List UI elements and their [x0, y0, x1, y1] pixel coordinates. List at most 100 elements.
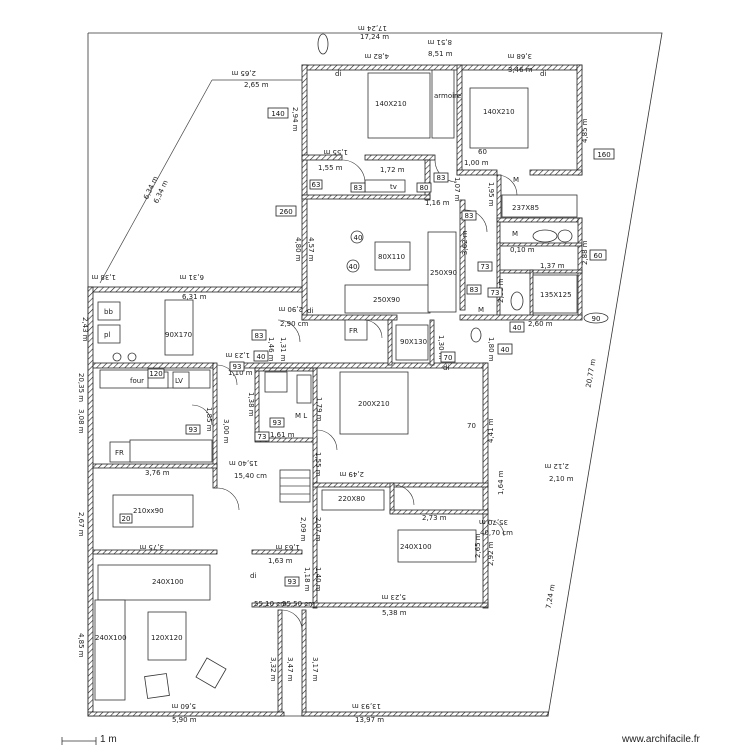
label-bath: 135X125 — [540, 291, 572, 299]
box-83c: 83 — [465, 212, 474, 220]
label-sofa-a: 250X90 — [373, 296, 400, 304]
tv-unit — [364, 179, 406, 193]
dim-h290: 2,90 m — [278, 305, 303, 313]
bed-140x210-a — [367, 72, 431, 139]
label-table-240b: 240X100 — [152, 578, 184, 586]
dim-v195: 1,95 m — [487, 182, 495, 207]
kitchen-counter — [129, 439, 213, 463]
watermark[interactable]: www.archifacile.fr — [622, 734, 700, 745]
label-m3: M — [478, 306, 484, 314]
dim-top-mid-mirror: 8,51 m — [427, 38, 452, 46]
box-93a: 93 — [233, 363, 242, 371]
label-ml: M L — [295, 412, 307, 420]
dim-h260: 2,60 m — [528, 320, 553, 328]
box-260: 260 — [279, 208, 292, 216]
scale-label: 1 m — [100, 734, 117, 745]
dim-h631-mirror: 6,31 m — [179, 273, 204, 281]
sofa-250x90-b — [427, 231, 457, 313]
table-120x120 — [147, 611, 187, 661]
dim-h1540-mirror: 15,40 m — [229, 459, 258, 467]
dim-h161: 1,61 m — [270, 431, 295, 439]
dim-h210: 2,10 m — [549, 475, 574, 483]
dim-h560: 5,60 m — [171, 702, 196, 710]
label-tv: tv — [390, 183, 397, 191]
dim-h100: 1,00 m — [464, 159, 489, 167]
box-40c: 40 — [257, 353, 266, 361]
bed-90x130 — [395, 324, 429, 361]
label-lv: LV — [175, 377, 183, 385]
dim-v131: 1,31 m — [279, 337, 287, 362]
label-pl: pl — [104, 331, 110, 339]
dim-h155a: 1,55 m — [323, 148, 348, 156]
sink-b — [557, 229, 573, 243]
dim-v140: 1,40 m — [314, 567, 322, 592]
table-240x100-b — [97, 564, 211, 601]
dim-v118: 1,18 m — [303, 567, 311, 592]
dim-h290b: 2,90 cm — [280, 320, 309, 328]
box-83d: 83 — [470, 286, 479, 294]
label-table-120: 120X120 — [151, 634, 183, 642]
stairs — [279, 469, 311, 503]
box-90: 90 — [592, 315, 601, 323]
marker-oval-right — [583, 312, 609, 324]
dim-h375: 3,75 m — [139, 543, 164, 551]
table-80x110 — [374, 241, 411, 271]
sink-a — [532, 229, 558, 243]
dim-v2035: 20,35 m — [77, 373, 85, 402]
armchair-a — [144, 673, 170, 699]
label-wardrobe: 237X85 — [512, 204, 539, 212]
furniture-labels: 140X210 140X210 armoire 237X85 80X110 25… — [95, 70, 572, 642]
dim-v164: 1,64 m — [497, 470, 505, 495]
dim-v224: 7,24 m — [545, 583, 557, 609]
bath-135x125 — [532, 274, 578, 314]
label-table-80: 80X110 — [378, 253, 405, 261]
dim-v362: 3,62 m — [461, 230, 469, 255]
dim-h110: 1,10 m — [228, 369, 253, 377]
box-60: 60 — [594, 252, 603, 260]
label-armoire: armoire — [434, 92, 461, 100]
dim-h1393: 13,93 m — [352, 702, 381, 710]
label-di-3: di — [307, 307, 313, 315]
label-di-5: di — [250, 572, 256, 580]
label-70: 70 — [467, 422, 476, 430]
box-40a: 40 — [513, 324, 522, 332]
dim-h163: 1,63 m — [275, 543, 300, 551]
dim-left-diag: 2,65 m — [244, 81, 269, 89]
dishwasher — [172, 371, 190, 389]
box-40e: 40 — [349, 263, 358, 271]
box-120: 120 — [149, 370, 162, 378]
box-93c: 93 — [288, 578, 297, 586]
dim-h116: 1,16 m — [425, 199, 450, 207]
box-83a: 83 — [255, 332, 264, 340]
dim-v243: 2,43 m — [81, 317, 89, 342]
dim-top-left-seg: 4,82 m — [364, 52, 389, 60]
dim-v288: 2,88 m — [581, 240, 589, 265]
box-160: 160 — [597, 151, 610, 159]
label-di-2: di — [540, 70, 546, 78]
furniture — [94, 33, 609, 701]
dim-h5510: 55,10 cm — [254, 600, 287, 608]
dim-v347: 3,47 m — [286, 657, 294, 682]
dim-h631: 6,31 m — [182, 293, 207, 301]
dim-v485l: 4,85 m — [77, 633, 85, 658]
fixture-pl — [97, 324, 121, 344]
dim-v138: 1,38 m — [247, 392, 255, 417]
dim-v2077: 20,77 m — [585, 358, 598, 388]
bed-220x80 — [321, 489, 385, 511]
dim-v60: 60 — [478, 148, 487, 156]
dim-v332: 3,32 m — [269, 657, 277, 682]
label-m2: M — [512, 230, 518, 238]
dim-top-total-mirror: 17,24 m — [358, 24, 387, 32]
dim-v180: 1,80 m — [487, 337, 495, 362]
dim-h5050: 55,50 cm — [282, 600, 315, 608]
dim-h172: 1,72 m — [380, 166, 405, 174]
dim-h138: 1,38 m — [91, 273, 116, 281]
toilet-b — [470, 327, 482, 343]
table-240x100-a — [397, 529, 477, 563]
dim-h123: 1,23 m — [225, 351, 250, 359]
label-fr2: FR — [115, 449, 124, 457]
dim-top-right-val: 3,46 m — [508, 66, 533, 74]
dim-v146: 1,46 m — [267, 337, 275, 362]
box-73b: 73 — [491, 289, 500, 297]
